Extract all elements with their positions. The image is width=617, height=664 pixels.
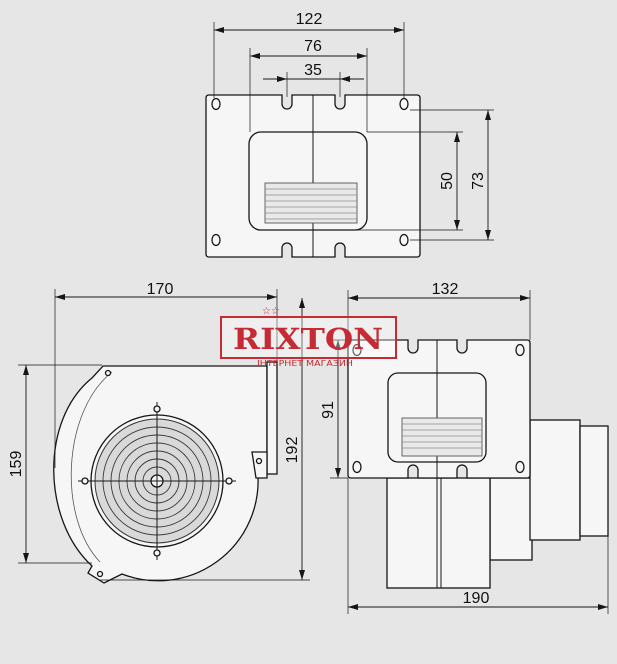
volute-body bbox=[386, 477, 491, 589]
mount-hole bbox=[153, 405, 161, 413]
dimension-label: 91 bbox=[320, 401, 337, 419]
logo-brand: RIXTON bbox=[233, 322, 383, 356]
mount-hole bbox=[352, 343, 362, 357]
motor-end-cap bbox=[579, 425, 609, 537]
mount-hole bbox=[104, 369, 112, 377]
flange-view: 122 76 35 50 73 bbox=[205, 11, 494, 258]
fan-inlet bbox=[78, 402, 236, 560]
dimension-label: 76 bbox=[304, 38, 322, 55]
dimension-label: 132 bbox=[432, 281, 459, 298]
outlet-flange-edge bbox=[266, 361, 278, 475]
mount-hole bbox=[515, 343, 525, 357]
dimension-label: 159 bbox=[8, 451, 25, 478]
dimension-label: 35 bbox=[304, 62, 322, 79]
mount-hole bbox=[352, 460, 362, 474]
mount-hole bbox=[255, 457, 263, 465]
dimension-label: 190 bbox=[463, 590, 490, 607]
dimension-label: 73 bbox=[470, 172, 487, 190]
dimension-label: 122 bbox=[296, 11, 323, 28]
logo-frame bbox=[220, 316, 397, 359]
dimension-label: 170 bbox=[147, 281, 174, 298]
housing-inner-edge bbox=[70, 371, 113, 563]
mount-hole bbox=[399, 97, 409, 111]
dimension-label: 192 bbox=[284, 437, 301, 464]
motor-body bbox=[529, 419, 581, 541]
mount-bracket bbox=[251, 451, 268, 479]
mount-hole bbox=[399, 233, 409, 247]
motor-housing bbox=[489, 477, 533, 561]
mount-hole bbox=[153, 549, 161, 557]
mount-hole bbox=[81, 477, 89, 485]
mount-hole bbox=[211, 97, 221, 111]
flange-grille bbox=[264, 182, 358, 224]
outlet-view: 132 91 190 bbox=[320, 281, 609, 614]
grille-frame bbox=[264, 182, 358, 224]
logo-stars: ☆☆ bbox=[262, 306, 280, 317]
mount-hole bbox=[515, 460, 525, 474]
side-view: 170 159 192 bbox=[8, 281, 310, 584]
logo-tagline: ІНТЕРНЕТ МАГАЗИН bbox=[257, 359, 353, 368]
mount-hole bbox=[225, 477, 233, 485]
mount-hole bbox=[211, 233, 221, 247]
mount-hole bbox=[96, 570, 104, 578]
flange-grille bbox=[401, 417, 483, 457]
dimension-label: 50 bbox=[439, 172, 456, 190]
rixton-logo: ☆☆ RIXTON ІНТЕРНЕТ МАГАЗИН bbox=[220, 306, 397, 368]
